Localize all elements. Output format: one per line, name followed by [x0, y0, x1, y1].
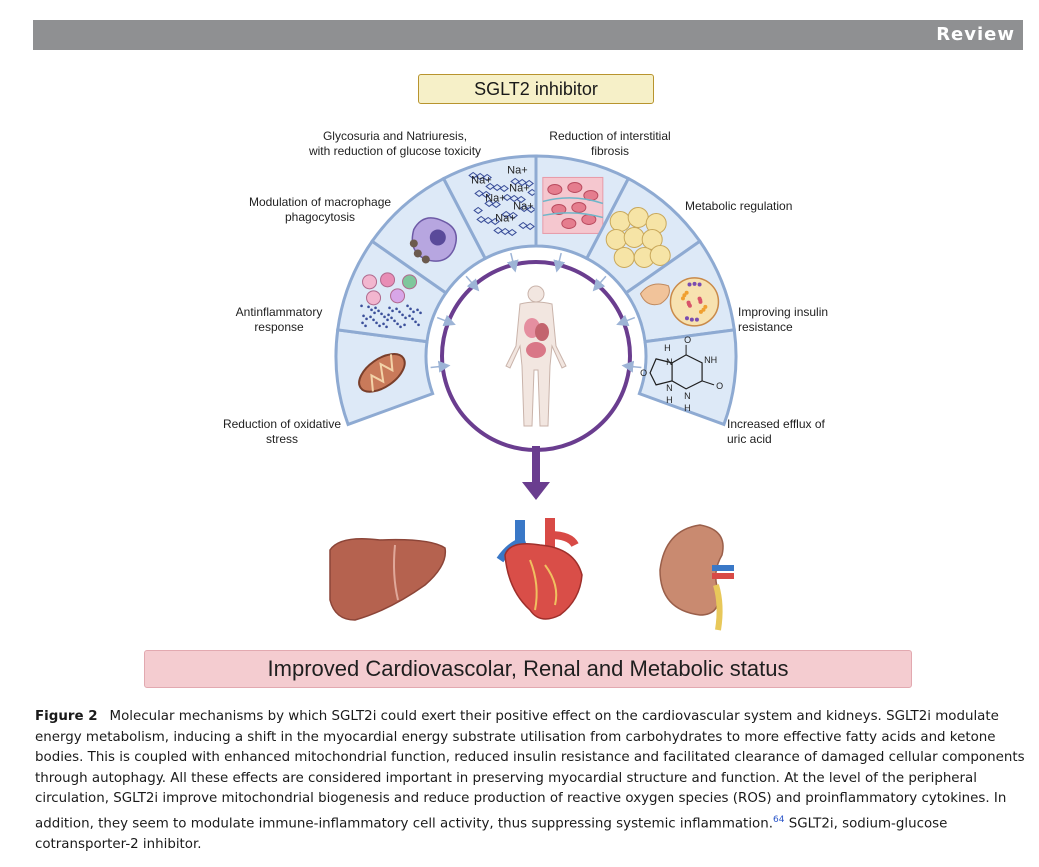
svg-text:H: H	[664, 343, 671, 353]
mechanism-label: Metabolic regulation	[685, 199, 792, 213]
immune-cells-icon	[360, 272, 422, 329]
ring-segment	[637, 328, 738, 427]
svg-text:N: N	[666, 357, 673, 367]
caption-text: Molecular mechanisms by which SGLT2i cou…	[35, 709, 1025, 832]
inward-arrow	[436, 314, 456, 327]
section-label: Review	[936, 24, 1015, 45]
mechanism-label: Glycosuria and Natriuresis,with reductio…	[308, 129, 481, 158]
caption-reference[interactable]: 64	[772, 814, 785, 825]
svg-text:Na+: Na+	[495, 212, 516, 224]
inward-arrow	[616, 314, 636, 327]
svg-text:O: O	[684, 335, 691, 345]
pancreas-islet-icon	[639, 277, 720, 327]
inward-arrow	[621, 360, 642, 373]
svg-text:N: N	[666, 383, 673, 393]
down-arrow	[522, 446, 550, 500]
human-body-icon	[505, 285, 567, 427]
mitochondrion-icon	[358, 353, 406, 393]
fibrosis-tissue-icon	[542, 176, 604, 234]
svg-text:Na+: Na+	[485, 192, 506, 204]
liver-icon	[329, 538, 447, 621]
svg-text:Na+: Na+	[513, 200, 534, 212]
svg-text:H: H	[666, 395, 673, 405]
caption-tail: SGLT2i, sodium-glucose cotransporter-2 i…	[35, 816, 948, 853]
svg-text:NH: NH	[704, 355, 717, 365]
inward-arrow	[465, 275, 480, 292]
inward-arrow	[506, 252, 519, 273]
heart-icon	[496, 518, 583, 620]
adipocytes-icon	[605, 206, 671, 268]
svg-text:Na+: Na+	[507, 164, 528, 176]
glucose-sodium-icon: Na+Na+Na+Na+Na+Na+	[468, 164, 537, 237]
inward-arrow	[430, 360, 451, 373]
inward-arrows	[430, 252, 642, 373]
svg-text:H: H	[684, 403, 691, 413]
svg-text:O: O	[640, 368, 647, 378]
svg-text:Na+: Na+	[471, 174, 492, 186]
inward-arrow	[592, 275, 607, 292]
caption-label: Figure 2	[35, 709, 98, 724]
svg-text:Na+: Na+	[509, 182, 530, 194]
section-header-bar: Review	[33, 20, 1023, 50]
kidney-icon	[659, 524, 734, 631]
svg-text:N: N	[684, 391, 691, 401]
svg-text:O: O	[716, 381, 723, 391]
macrophage-icon	[409, 217, 457, 264]
inward-arrow	[553, 252, 566, 273]
outcome-banner: Improved Cardiovascolar, Renal and Metab…	[144, 650, 912, 688]
figure-title: SGLT2 inhibitor	[418, 74, 654, 104]
